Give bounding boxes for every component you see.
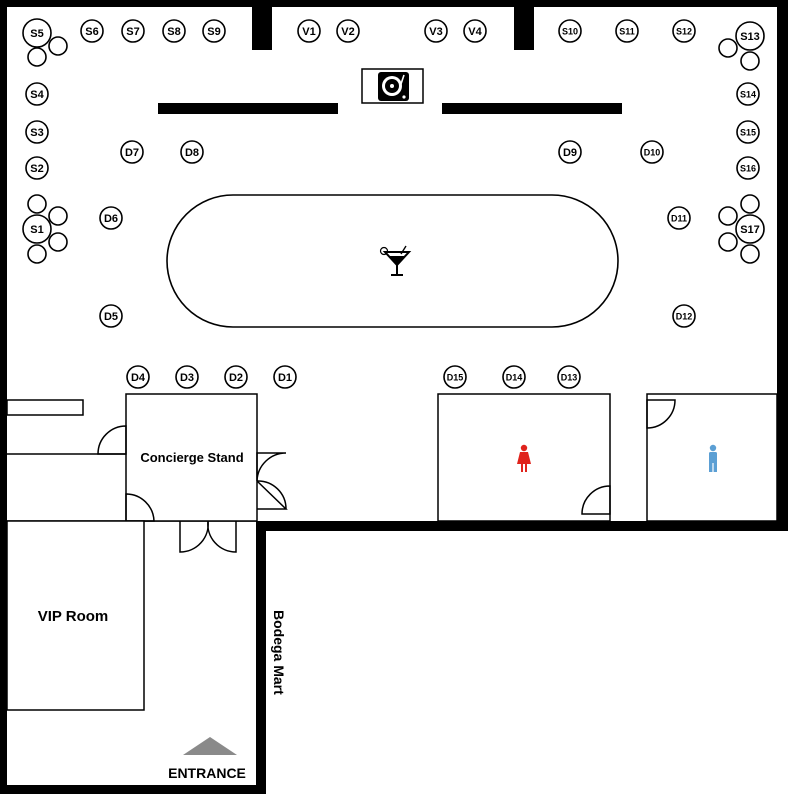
seat-d7[interactable]: D7 xyxy=(120,140,144,164)
seat-v2-label: V2 xyxy=(341,26,354,38)
bar-counter xyxy=(166,194,619,328)
seat-v2[interactable]: V2 xyxy=(336,19,360,43)
seat-d14[interactable]: D14 xyxy=(502,365,526,389)
seat-s11-label: S11 xyxy=(619,27,635,37)
seat-s15-label: S15 xyxy=(740,128,756,138)
seat-s13[interactable]: S13 xyxy=(735,21,765,51)
seat-s15[interactable]: S15 xyxy=(736,120,760,144)
triangle-up-icon xyxy=(183,737,237,755)
seat-d10[interactable]: D10 xyxy=(640,140,664,164)
seat-s14[interactable]: S14 xyxy=(736,82,760,106)
extra-chairs xyxy=(27,36,760,264)
seat-s5-label: S5 xyxy=(30,28,43,40)
seat-s16-label: S16 xyxy=(740,164,756,174)
seat-s12[interactable]: S12 xyxy=(672,19,696,43)
seat-s3-label: S3 xyxy=(30,127,43,139)
seat-d15-label: D15 xyxy=(447,373,464,383)
seat-d9-label: D9 xyxy=(563,147,577,159)
seat-d12[interactable]: D12 xyxy=(672,304,696,328)
man-icon xyxy=(709,444,717,472)
seat-d6-label: D6 xyxy=(104,213,118,225)
seat-d12-label: D12 xyxy=(676,312,693,322)
seat-v4[interactable]: V4 xyxy=(463,19,487,43)
mens-restroom xyxy=(646,393,778,522)
seat-d6[interactable]: D6 xyxy=(99,206,123,230)
seat-s2-label: S2 xyxy=(30,163,43,175)
seat-s17[interactable]: S17 xyxy=(735,214,765,244)
seat-d4-label: D4 xyxy=(131,372,146,384)
vip-room: VIP Room xyxy=(6,520,145,711)
seat-d11-label: D11 xyxy=(671,214,687,224)
seat-s9[interactable]: S9 xyxy=(202,19,226,43)
seat-d1[interactable]: D1 xyxy=(273,365,297,389)
turntable-icon xyxy=(378,72,409,101)
entrance-label: ENTRANCE xyxy=(168,765,246,781)
seat-s12-label: S12 xyxy=(676,27,692,37)
seat-s8[interactable]: S8 xyxy=(162,19,186,43)
vip-room-label: VIP Room xyxy=(38,608,109,625)
seat-s1[interactable]: S1 xyxy=(22,214,52,244)
seat-d2[interactable]: D2 xyxy=(224,365,248,389)
seat-d13-label: D13 xyxy=(561,373,578,383)
seat-d7-label: D7 xyxy=(125,147,139,159)
seat-d13[interactable]: D13 xyxy=(557,365,581,389)
seat-v4-label: V4 xyxy=(468,26,482,38)
seat-s4[interactable]: S4 xyxy=(25,82,49,106)
seat-d8[interactable]: D8 xyxy=(180,140,204,164)
seat-s4-label: S4 xyxy=(30,89,44,101)
seat-v1-label: V1 xyxy=(302,26,315,38)
seat-s7[interactable]: S7 xyxy=(121,19,145,43)
seat-d3[interactable]: D3 xyxy=(175,365,199,389)
seat-d15[interactable]: D15 xyxy=(443,365,467,389)
seat-s14-label: S14 xyxy=(740,90,756,100)
seat-s5[interactable]: S5 xyxy=(22,18,52,48)
seat-d8-label: D8 xyxy=(185,147,199,159)
seat-v3[interactable]: V3 xyxy=(424,19,448,43)
vestibule-doors xyxy=(179,520,237,553)
seat-s11[interactable]: S11 xyxy=(615,19,639,43)
seat-d14-label: D14 xyxy=(506,373,523,383)
seat-d5[interactable]: D5 xyxy=(99,304,123,328)
seat-s2[interactable]: S2 xyxy=(25,156,49,180)
woman-icon xyxy=(517,444,531,472)
seat-s10[interactable]: S10 xyxy=(558,19,582,43)
seat-s9-label: S9 xyxy=(207,26,220,38)
seat-s7-label: S7 xyxy=(126,26,139,38)
entrance[interactable]: ENTRANCE xyxy=(168,737,246,781)
seat-s16[interactable]: S16 xyxy=(736,156,760,180)
seat-v1[interactable]: V1 xyxy=(297,19,321,43)
seat-s6[interactable]: S6 xyxy=(80,19,104,43)
womens-restroom xyxy=(437,393,611,522)
seat-s8-label: S8 xyxy=(167,26,180,38)
seat-v3-label: V3 xyxy=(429,26,442,38)
seat-s1-label: S1 xyxy=(30,224,43,236)
seat-d1-label: D1 xyxy=(278,372,292,384)
seat-d9[interactable]: D9 xyxy=(558,140,582,164)
seat-d4[interactable]: D4 xyxy=(126,365,150,389)
concierge-stand: Concierge Stand xyxy=(97,393,288,522)
seat-s17-label: S17 xyxy=(740,224,760,236)
seat-d10-label: D10 xyxy=(644,148,661,158)
seat-d11[interactable]: D11 xyxy=(667,206,691,230)
seat-d3-label: D3 xyxy=(180,372,194,384)
concierge-stand-label: Concierge Stand xyxy=(140,450,243,465)
seat-s3[interactable]: S3 xyxy=(25,120,49,144)
seat-s10-label: S10 xyxy=(562,27,578,37)
dj-booth xyxy=(361,68,424,104)
seat-s13-label: S13 xyxy=(740,31,760,43)
seat-s6-label: S6 xyxy=(85,26,98,38)
cocktail-icon xyxy=(379,245,412,276)
seat-d5-label: D5 xyxy=(104,311,118,323)
seat-d2-label: D2 xyxy=(229,372,243,384)
bodega-mart-label: Bodega Mart xyxy=(271,610,287,695)
